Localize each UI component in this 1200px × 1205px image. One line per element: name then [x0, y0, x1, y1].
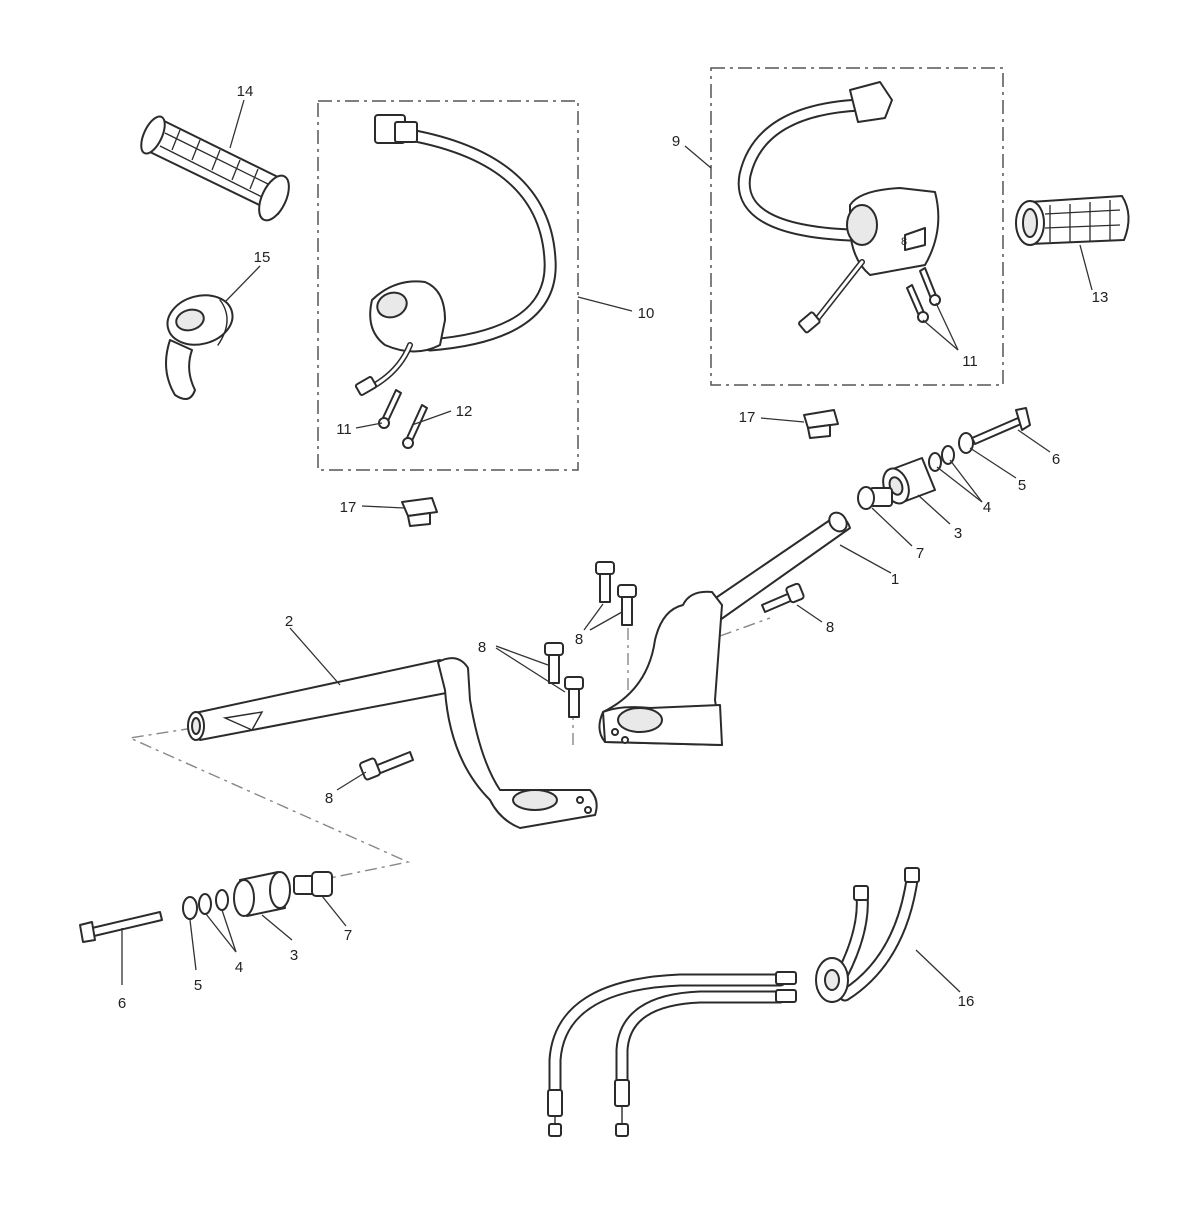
- left-switch-housing-part: [354, 114, 557, 396]
- clip-17-right: [803, 409, 839, 439]
- bolt-8-mid-b: [564, 676, 584, 718]
- right-switch-assembly-box: [710, 67, 1004, 386]
- callout-7-left: 7: [344, 927, 352, 944]
- bolt-8-left-side: [359, 751, 414, 781]
- throttle-cables-part: [547, 867, 920, 1137]
- callout-4-left: 4: [235, 959, 243, 976]
- callout-8-right: 8: [826, 619, 834, 636]
- callout-8-left: 8: [325, 790, 333, 807]
- left-switch-assembly-box: [317, 100, 579, 471]
- callout-3-left: 3: [290, 947, 298, 964]
- callout-1: 1: [891, 571, 899, 588]
- callout-12: 12: [456, 403, 473, 420]
- handlebar-left-part: [187, 657, 598, 829]
- callout-6-left: 6: [118, 995, 126, 1012]
- handlebar-right-part: [598, 511, 851, 746]
- callout-11-right: 11: [962, 353, 978, 370]
- callout-7-right: 7: [916, 545, 924, 562]
- bolt-8-top-a: [595, 561, 615, 603]
- clamp-alignment-line-3: [719, 617, 771, 637]
- callout-10: 10: [638, 305, 655, 322]
- callout-2: 2: [285, 613, 293, 630]
- bolt-8-mid-a: [544, 642, 564, 684]
- bolt-6-left: [79, 911, 163, 943]
- washers-4-left: [198, 889, 229, 915]
- callout-8-top: 8: [575, 631, 583, 648]
- washers-4-right: [928, 445, 955, 472]
- callout-13: 13: [1092, 289, 1109, 306]
- callout-5-left: 5: [194, 977, 202, 994]
- callout-8-switch: 8: [901, 236, 907, 248]
- callout-6-right: 6: [1052, 451, 1060, 468]
- throttle-pulley-part: [165, 294, 234, 400]
- clip-17-left: [401, 497, 438, 527]
- grip-left-part: [140, 115, 290, 222]
- callout-labels: 14 15 10 11 12 9 13 11 17 17 6 5 4 3 7 1…: [118, 83, 1109, 1012]
- bolt-8-top-b: [617, 584, 637, 626]
- callout-9: 9: [672, 133, 680, 150]
- callout-17-right: 17: [739, 409, 756, 426]
- bar-end-weight-left: [233, 871, 291, 917]
- right-switch-housing-part: [737, 81, 940, 334]
- left-end-alignment-line: [127, 727, 411, 879]
- screw-12: [402, 404, 428, 449]
- leader-lines: [121, 99, 1093, 993]
- callout-5-right: 5: [1018, 477, 1026, 494]
- washer-5-right: [958, 432, 974, 454]
- bolt-8-right-side: [761, 582, 805, 613]
- callout-17-left: 17: [340, 499, 357, 516]
- callout-16: 16: [958, 993, 975, 1010]
- callout-15: 15: [254, 249, 271, 266]
- callout-3-right: 3: [954, 525, 962, 542]
- washer-5-left: [182, 896, 198, 920]
- collar-7-right: [857, 486, 893, 510]
- collar-7-left: [293, 871, 333, 897]
- callout-8-mid: 8: [478, 639, 486, 656]
- callout-14: 14: [237, 83, 254, 100]
- grip-right-part: [1015, 195, 1130, 246]
- bolt-6-right: [971, 407, 1031, 445]
- callout-4-right: 4: [983, 499, 991, 516]
- screw-11-left: [378, 389, 402, 429]
- screw-11-right-a: [906, 284, 929, 323]
- callout-11-left: 11: [336, 421, 352, 438]
- screw-11-right-b: [919, 267, 941, 306]
